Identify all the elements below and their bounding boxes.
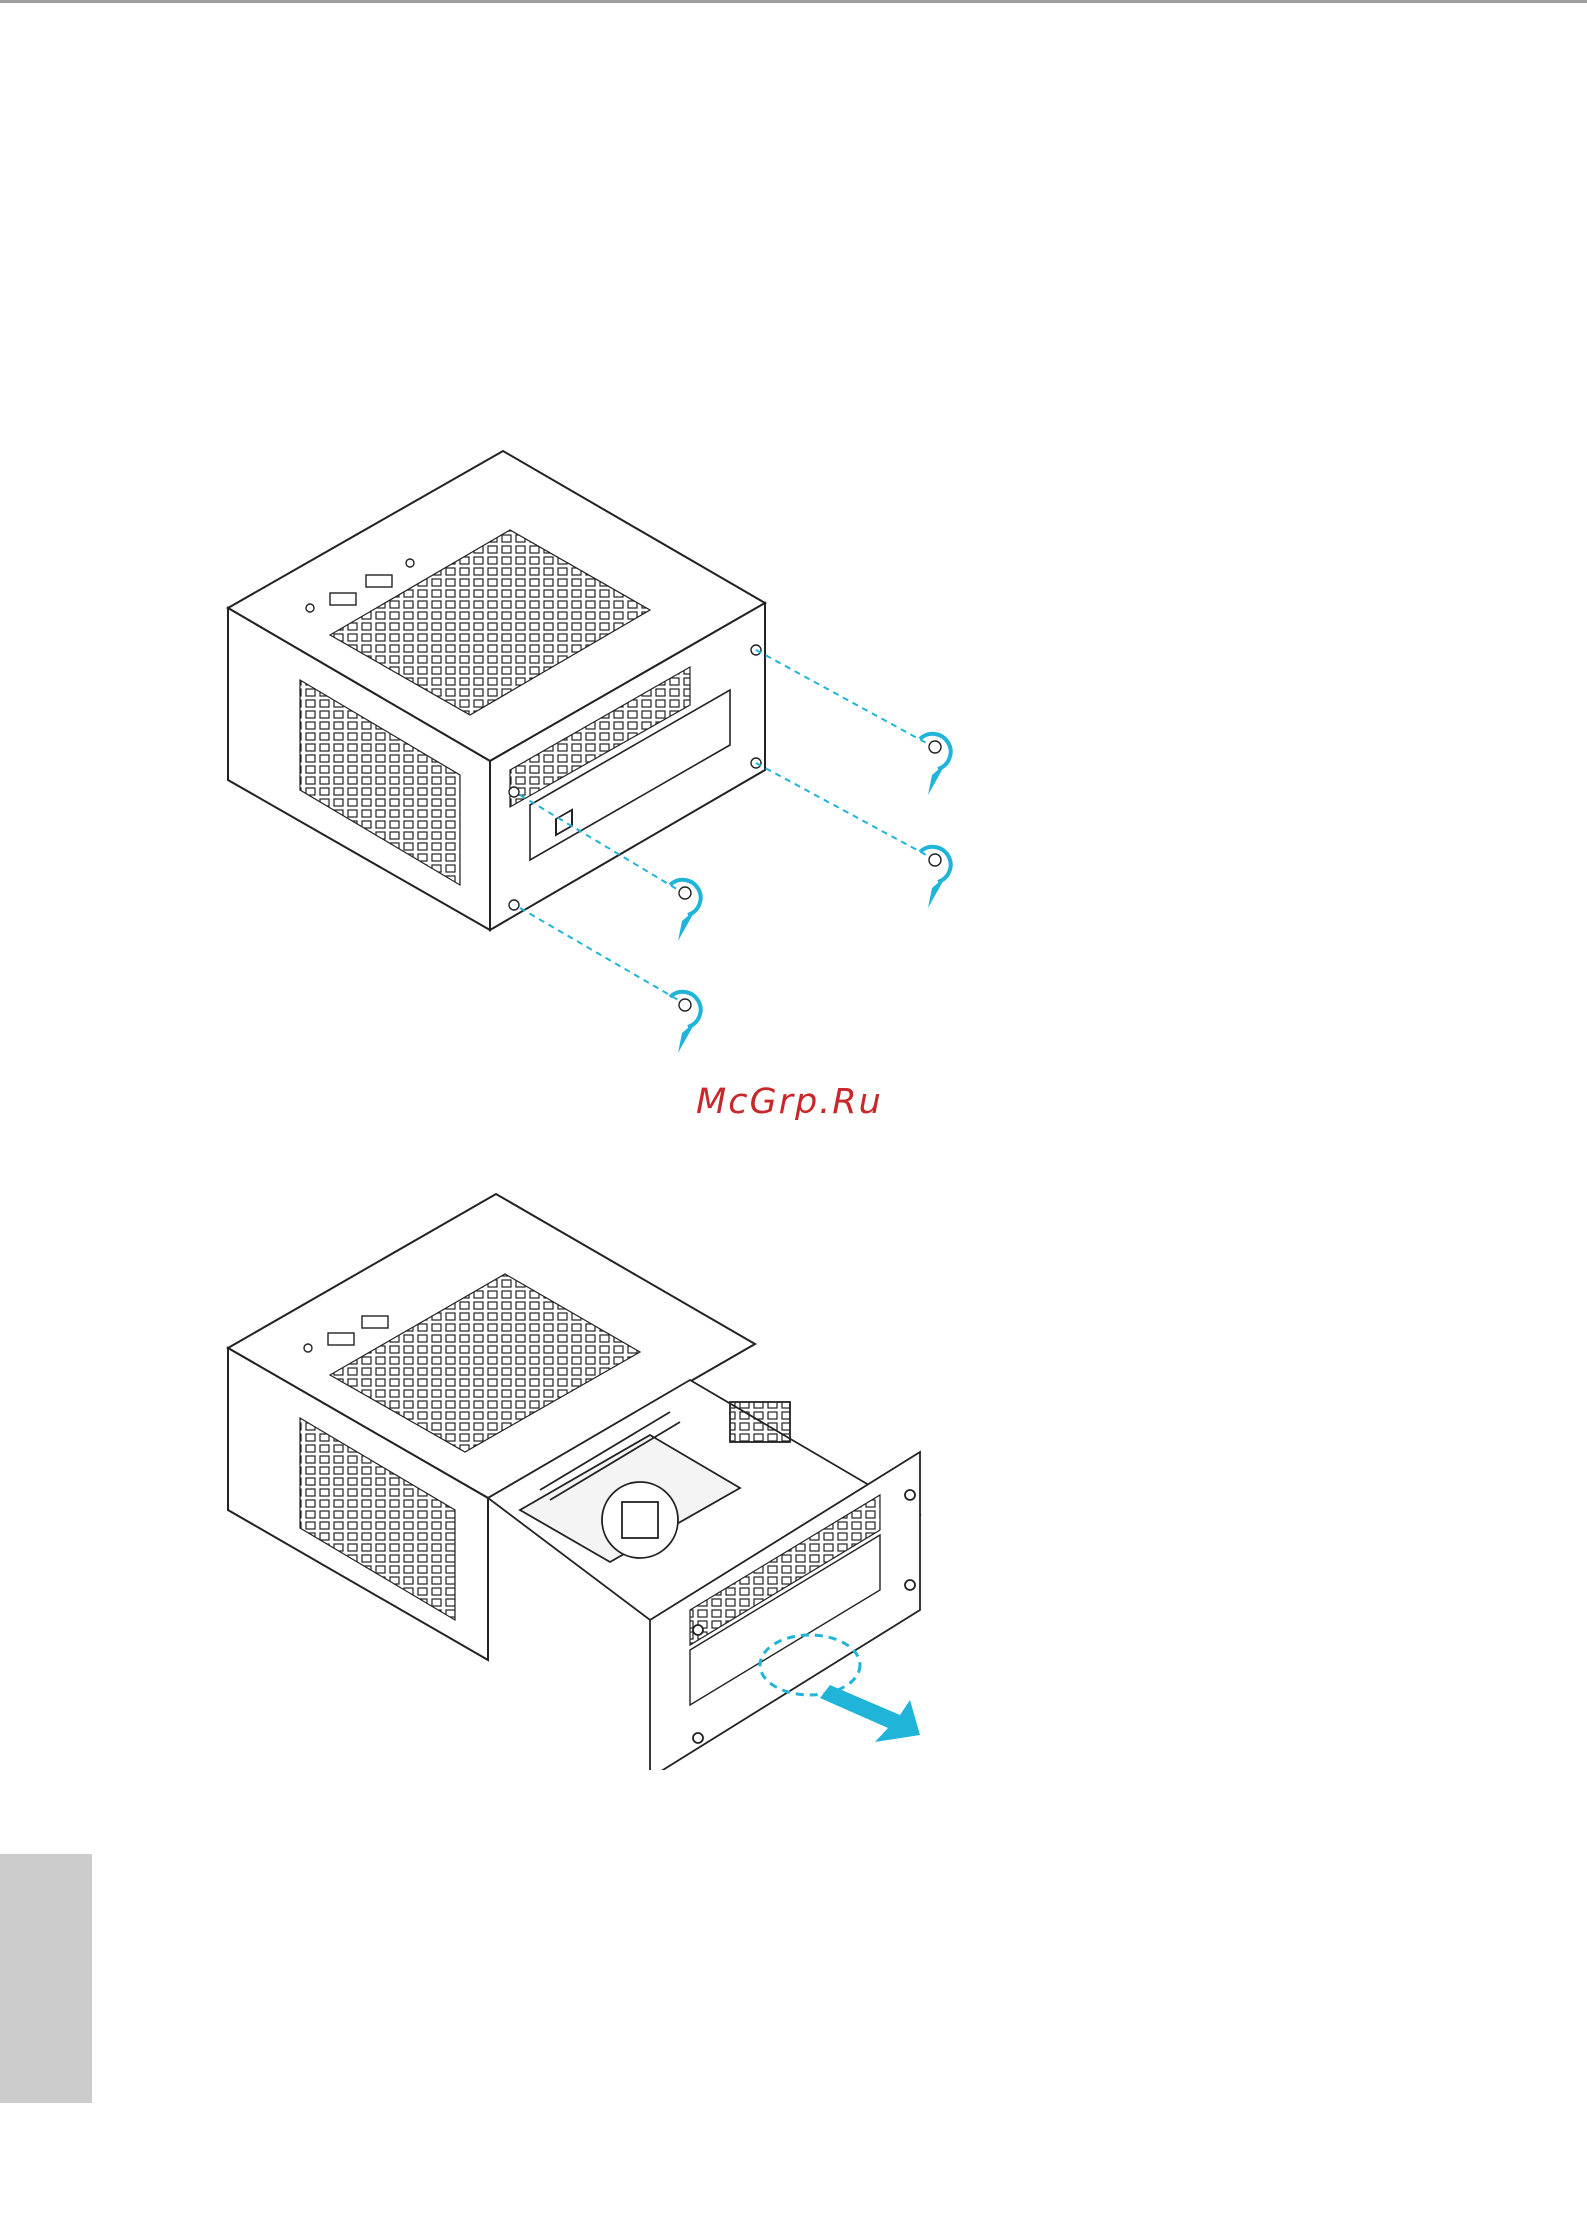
pull-arrow-icon — [820, 1685, 920, 1742]
top-rule — [0, 0, 1587, 3]
side-tab — [0, 1854, 92, 2103]
watermark-text: McGrp.Ru — [696, 1082, 926, 1132]
figure-pull-tray — [220, 1190, 940, 1770]
figure-remove-screws — [220, 445, 1000, 1065]
chassis-icon — [228, 451, 765, 930]
